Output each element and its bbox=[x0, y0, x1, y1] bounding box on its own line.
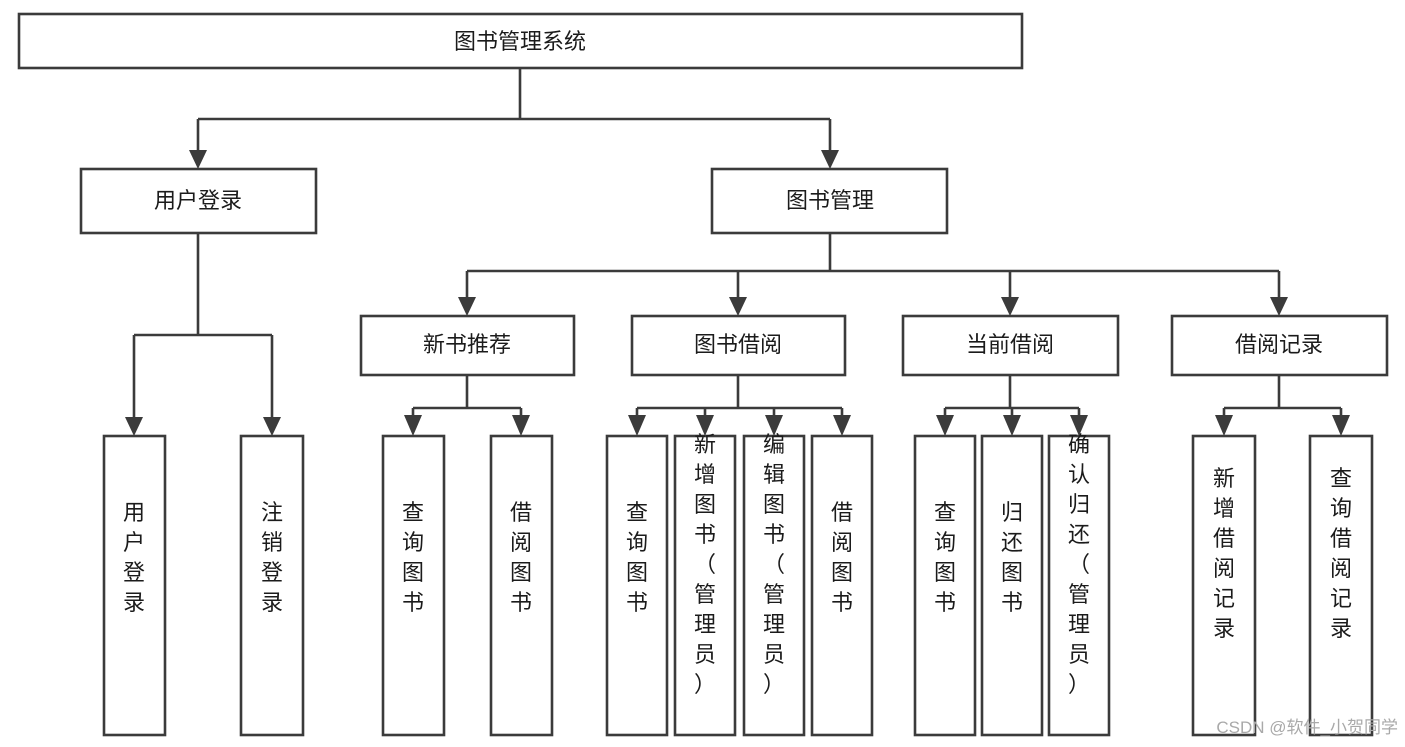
node-new-book-rec[interactable]: 新书推荐 bbox=[359, 314, 576, 377]
node-leaf-add-book-label: 新增图书（管理员） bbox=[694, 432, 716, 697]
node-leaf-borrow-book-2-box[interactable] bbox=[810, 434, 874, 737]
node-book-manage-label: 图书管理 bbox=[786, 188, 874, 213]
node-book-borrow-label: 图书借阅 bbox=[694, 332, 782, 357]
node-leaf-user-logout-label: 注销登录 bbox=[261, 500, 283, 615]
node-leaf-borrow-book-1[interactable]: 借阅图书 bbox=[489, 434, 554, 737]
arrow-head-leaf-edit-book bbox=[765, 415, 783, 436]
node-leaf-query-record-box[interactable] bbox=[1308, 434, 1374, 737]
node-leaf-query-book-3-box[interactable] bbox=[913, 434, 977, 737]
node-leaf-return-book-label: 归还图书 bbox=[1001, 500, 1023, 615]
node-leaf-confirm-return-box[interactable] bbox=[1047, 434, 1111, 737]
node-leaf-user-logout-box[interactable] bbox=[239, 434, 305, 737]
node-leaf-borrow-book-2-label: 借阅图书 bbox=[831, 500, 853, 615]
node-leaf-add-record-label: 新增借阅记录 bbox=[1213, 466, 1235, 641]
node-current-borrow-box[interactable] bbox=[901, 314, 1120, 377]
node-leaf-query-book-1[interactable]: 查询图书 bbox=[381, 434, 446, 737]
node-current-borrow-label: 当前借阅 bbox=[966, 332, 1054, 357]
node-book-manage-box[interactable] bbox=[710, 167, 949, 235]
node-leaf-query-book-1-box[interactable] bbox=[381, 434, 446, 737]
node-user-login[interactable]: 用户登录 bbox=[79, 167, 318, 235]
node-root-label: 图书管理系统 bbox=[454, 29, 586, 54]
arrow-head-user-login bbox=[189, 150, 207, 169]
arrow-head-leaf-query-record bbox=[1332, 415, 1350, 436]
arrow-head-leaf-borrow-book-2 bbox=[833, 415, 851, 436]
node-leaf-query-book-1-label: 查询图书 bbox=[402, 500, 424, 615]
arrow-head-leaf-query-book-1 bbox=[404, 415, 422, 436]
node-leaf-add-book-box[interactable] bbox=[673, 434, 737, 737]
arrow-head-leaf-user-login bbox=[125, 417, 143, 436]
node-leaf-confirm-return-label: 确认归还（管理员） bbox=[1068, 432, 1090, 697]
arrow-head-current-borrow bbox=[1001, 297, 1019, 316]
node-book-manage[interactable]: 图书管理 bbox=[710, 167, 949, 235]
node-leaf-query-book-2[interactable]: 查询图书 bbox=[605, 434, 669, 737]
node-borrow-record[interactable]: 借阅记录 bbox=[1170, 314, 1389, 377]
arrow-head-leaf-return-book bbox=[1003, 415, 1021, 436]
arrow-head-leaf-query-book-2 bbox=[628, 415, 646, 436]
node-borrow-record-box[interactable] bbox=[1170, 314, 1389, 377]
node-leaf-user-logout[interactable]: 注销登录 bbox=[239, 434, 305, 737]
node-user-login-label: 用户登录 bbox=[154, 188, 242, 213]
arrow-head-leaf-confirm-return bbox=[1070, 415, 1088, 436]
node-leaf-query-book-2-box[interactable] bbox=[605, 434, 669, 737]
arrow-head-leaf-query-book-3 bbox=[936, 415, 954, 436]
node-new-book-rec-label: 新书推荐 bbox=[423, 332, 511, 357]
node-root-box[interactable] bbox=[17, 12, 1024, 70]
node-leaf-query-record[interactable]: 查询借阅记录 bbox=[1308, 434, 1374, 737]
node-leaf-borrow-book-1-box[interactable] bbox=[489, 434, 554, 737]
node-leaf-borrow-book-1-label: 借阅图书 bbox=[510, 500, 532, 615]
node-current-borrow[interactable]: 当前借阅 bbox=[901, 314, 1120, 377]
node-leaf-user-login[interactable]: 用户登录 bbox=[102, 434, 167, 737]
arrow-head-leaf-user-logout bbox=[263, 417, 281, 436]
node-leaf-return-book-box[interactable] bbox=[980, 434, 1044, 737]
node-new-book-rec-box[interactable] bbox=[359, 314, 576, 377]
node-borrow-record-label: 借阅记录 bbox=[1235, 332, 1323, 357]
node-leaf-query-book-3[interactable]: 查询图书 bbox=[913, 434, 977, 737]
node-leaf-edit-book-label: 编辑图书（管理员） bbox=[763, 432, 785, 697]
node-leaf-query-record-label: 查询借阅记录 bbox=[1330, 466, 1352, 641]
node-book-borrow-box[interactable] bbox=[630, 314, 847, 377]
node-root[interactable]: 图书管理系统 bbox=[17, 12, 1024, 70]
node-leaf-add-record[interactable]: 新增借阅记录 bbox=[1191, 434, 1257, 737]
node-leaf-query-book-2-label: 查询图书 bbox=[626, 500, 648, 615]
arrow-head-leaf-add-book bbox=[696, 415, 714, 436]
node-leaf-user-login-label: 用户登录 bbox=[123, 500, 145, 615]
node-leaf-user-login-box[interactable] bbox=[102, 434, 167, 737]
arrow-head-leaf-borrow-book-1 bbox=[512, 415, 530, 436]
node-leaf-borrow-book-2[interactable]: 借阅图书 bbox=[810, 434, 874, 737]
arrow-head-borrow-record bbox=[1270, 297, 1288, 316]
node-leaf-query-book-3-label: 查询图书 bbox=[934, 500, 956, 615]
node-leaf-edit-book[interactable]: 编辑图书（管理员） bbox=[742, 432, 806, 737]
arrow-head-new-book-rec bbox=[458, 297, 476, 316]
csdn-watermark: CSDN @软件_小贺同学 bbox=[1216, 718, 1398, 737]
arrow-head-book-borrow bbox=[729, 297, 747, 316]
arrow-head-book-manage bbox=[821, 150, 839, 169]
connector-layer bbox=[125, 68, 1350, 436]
node-leaf-edit-book-box[interactable] bbox=[742, 434, 806, 737]
node-user-login-box[interactable] bbox=[79, 167, 318, 235]
node-leaf-return-book[interactable]: 归还图书 bbox=[980, 434, 1044, 737]
node-leaf-confirm-return[interactable]: 确认归还（管理员） bbox=[1047, 432, 1111, 737]
arrow-head-leaf-add-record bbox=[1215, 415, 1233, 436]
node-book-borrow[interactable]: 图书借阅 bbox=[630, 314, 847, 377]
node-leaf-add-book[interactable]: 新增图书（管理员） bbox=[673, 432, 737, 737]
node-leaf-add-record-box[interactable] bbox=[1191, 434, 1257, 737]
